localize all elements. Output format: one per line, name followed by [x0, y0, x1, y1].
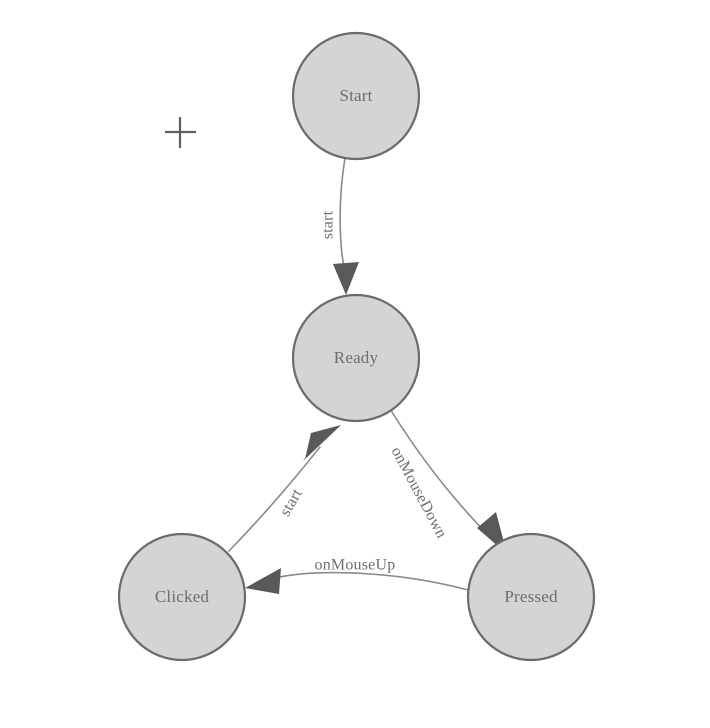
- edge-ready-to-pressed[interactable]: onMouseDown: [388, 411, 507, 554]
- node-clicked-label: Clicked: [155, 587, 210, 606]
- node-start-label: Start: [339, 86, 372, 105]
- node-ready-label: Ready: [334, 348, 379, 367]
- arrowhead-pressed-to-clicked: [245, 568, 281, 594]
- edge-clicked-to-ready[interactable]: start: [228, 425, 341, 552]
- edge-label-start-to-ready: start: [320, 210, 337, 239]
- node-clicked[interactable]: Clicked: [117, 532, 247, 662]
- edge-path-clicked-to-ready: [228, 446, 321, 552]
- edge-path-pressed-to-clicked: [274, 571, 469, 591]
- node-ready-circle: [291, 293, 421, 423]
- node-pressed-label: Pressed: [504, 587, 558, 606]
- node-ready[interactable]: Ready: [291, 293, 421, 423]
- edge-label-clicked-to-ready: start: [277, 486, 306, 520]
- arrowhead-clicked-to-ready: [303, 425, 341, 461]
- plus-marker-icon: [165, 117, 196, 148]
- edge-pressed-to-clicked[interactable]: onMouseUp: [245, 557, 469, 594]
- node-start-circle: [291, 31, 421, 161]
- node-pressed[interactable]: Pressed: [466, 532, 596, 662]
- arrowhead-clicked-to-ready-body: [305, 425, 341, 459]
- arrowhead-start-to-ready: [333, 262, 359, 295]
- edge-start-to-ready[interactable]: start: [320, 157, 359, 295]
- node-pressed-circle: [466, 532, 596, 662]
- node-start[interactable]: Start: [291, 31, 421, 161]
- edge-label-pressed-to-clicked: onMouseUp: [315, 557, 396, 574]
- node-clicked-circle: [117, 532, 247, 662]
- edge-label-ready-to-pressed: onMouseDown: [388, 444, 450, 541]
- edge-path-start-to-ready: [339, 157, 346, 273]
